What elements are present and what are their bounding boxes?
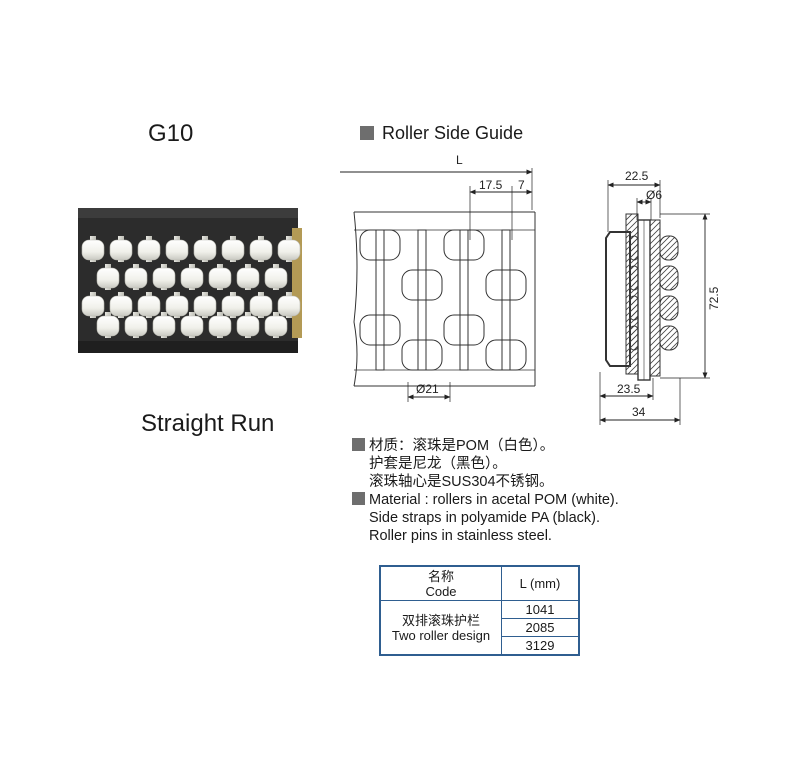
table-row: 双排滚珠护栏 Two roller design 1041 [379,600,580,656]
roller-section [659,265,679,291]
product-photo [78,208,302,353]
note-cn-1: 材质：滚珠是POM（白色）。 [352,437,619,455]
length-cell: 3129 [501,636,580,656]
front-view [353,211,536,387]
roller [180,315,204,337]
photo-caption: Straight Run [141,410,275,437]
bullet-square-icon [352,492,365,505]
roller [81,295,105,317]
roller [443,229,485,261]
dim-height: 72.5 [707,286,721,310]
roller [96,267,120,289]
side-view [605,213,679,381]
dim-width-total: 34 [632,405,646,419]
roller [249,295,273,317]
roller-pin [459,229,469,371]
header-name-cn: 名称 [427,568,454,584]
roller [277,239,301,261]
roller [152,315,176,337]
roller-section [629,265,639,291]
table-row: 3129 [380,636,580,656]
guide-title-text: Roller Side Guide [382,123,524,143]
roller-section [629,235,639,261]
note-en-3: Roller pins in stainless steel. [369,528,552,544]
model-code: G10 [148,120,194,147]
roller [180,267,204,289]
roller [264,267,288,289]
header-length-cell: L (mm) [501,565,580,601]
roller [208,315,232,337]
roller [401,269,443,301]
roller [137,239,161,261]
roller [485,339,527,371]
product-name-cn: 双排滚珠护栏 [401,612,480,628]
roller [485,269,527,301]
guide-title: Roller Side Guide [360,123,523,144]
roller [193,295,217,317]
roller [152,267,176,289]
header-name-cell: 名称 Code [379,565,502,601]
roller-section [629,295,639,321]
roller [109,239,133,261]
header-name-en: Code [425,583,457,599]
roller [208,267,232,289]
roller [264,315,288,337]
note-en-1: Material : rollers in acetal POM (white)… [352,491,619,509]
bullet-square-icon [360,126,374,140]
roller [221,295,245,317]
roller [96,315,120,337]
length-cell: 2085 [501,618,580,637]
note-cn-3: 滚珠轴心是SUS304不锈钢。 [369,474,554,490]
roller-section [659,325,679,351]
roller [249,239,273,261]
product-name-en: Two roller design [391,627,491,643]
roller-section [659,235,679,261]
roller [165,295,189,317]
technical-drawings: L 17.5 7 Ø21 22.5 Ø6 72.5 23.5 34 [340,153,721,425]
bullet-square-icon [352,438,365,451]
roller [193,239,217,261]
roller [401,339,443,371]
dim-offset: 7 [518,178,525,192]
table-header-row: 名称 Code L (mm) [379,565,580,601]
roller [359,229,401,261]
roller [236,267,260,289]
note-cn-2: 护套是尼龙（黑色）。 [369,456,507,472]
roller [109,295,133,317]
roller [236,315,260,337]
roller [221,239,245,261]
roller [443,314,485,346]
roller [124,315,148,337]
dim-pitch: 17.5 [479,178,503,192]
dim-width-top: 22.5 [625,169,649,183]
roller-section [659,295,679,321]
length-cell: 1041 [501,600,580,619]
roller [165,239,189,261]
roller [277,295,301,317]
material-notes: 材质：滚珠是POM（白色）。 护套是尼龙（黑色）。 滚珠轴心是SUS304不锈钢… [352,437,619,545]
roller [137,295,161,317]
dim-roller-diameter: Ø21 [416,382,439,396]
roller-section [629,325,639,351]
dim-length: L [456,153,463,167]
note-en-2: Side straps in polyamide PA (black). [369,510,601,526]
roller [81,239,105,261]
roller [124,267,148,289]
dim-pin-diameter: Ø6 [646,188,662,202]
table-row: 2085 [380,618,580,637]
dim-width-inner: 23.5 [617,382,641,396]
product-name-cell: 双排滚珠护栏 Two roller design [379,600,502,656]
code-length-table: 名称 Code L (mm) 双排滚珠护栏 Two roller design … [379,565,580,656]
roller [359,314,401,346]
roller-pin [375,229,385,371]
